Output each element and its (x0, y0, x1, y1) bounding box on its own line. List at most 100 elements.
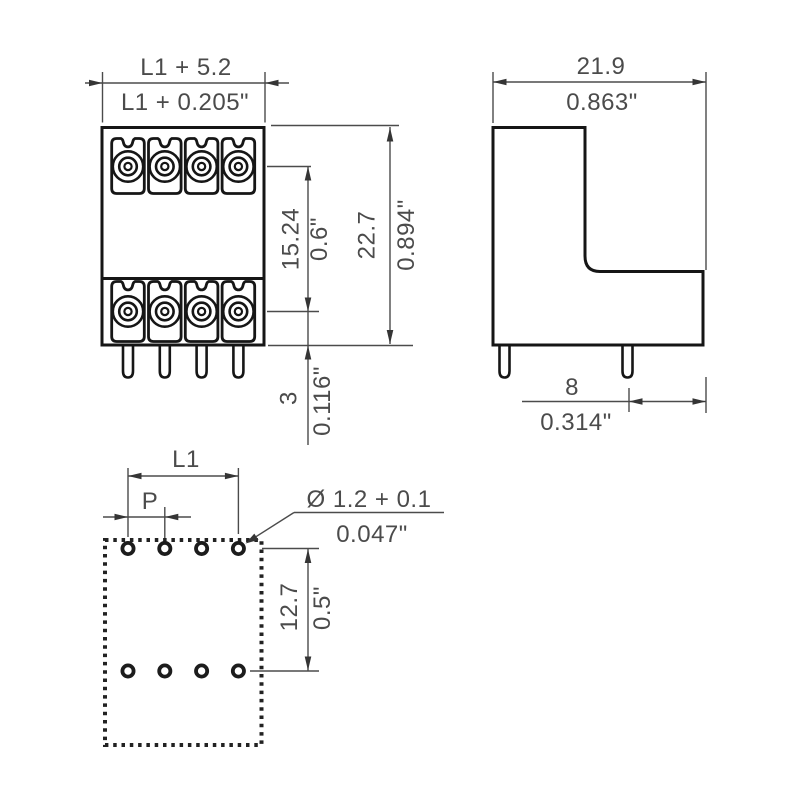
dim-plan-pitch: P (103, 488, 191, 538)
arrowhead (692, 78, 706, 86)
side-body-outline (491, 126, 705, 347)
dim-plan-l1-label: L1 (172, 446, 200, 473)
dim-plan-hole-dia: Ø 1.2 + 0.1 0.047" (245, 486, 444, 548)
solder-pin (195, 346, 208, 379)
arrowhead (89, 79, 103, 87)
screw-inner-circle (154, 301, 175, 322)
solder-pin (121, 346, 135, 379)
screw-outer-circle (221, 294, 255, 328)
dim-hole-dia-in: 0.047" (336, 521, 408, 548)
dim-plan-l1: L1 (127, 446, 240, 537)
dim-pin-length-mm: 3 (276, 391, 303, 405)
screw-inner-circle (154, 156, 175, 177)
arrowhead (128, 472, 142, 480)
screw-inner-circle (191, 156, 212, 177)
dim-pin-offset-mm: 8 (565, 374, 579, 401)
dim-hole-dia-mm: Ø 1.2 + 0.1 (307, 486, 432, 513)
dim-plan-rowspacing-mm: 12.7 (276, 583, 303, 632)
front-pins-group (121, 346, 245, 379)
drill-hole (120, 541, 136, 557)
arrowhead (304, 166, 312, 181)
screw-inner-circle (117, 156, 139, 177)
terminal-cells-group (110, 137, 257, 343)
screw-center (196, 306, 207, 317)
solder-pin (158, 346, 172, 379)
dim-plan-rowspacing: 12.7 0.5" (250, 547, 336, 672)
drill-holes-group (120, 541, 246, 679)
pcb-outline-dotted (103, 538, 264, 747)
side-view-drawing: 21.9 0.863" 8 0.314" (491, 53, 707, 436)
dim-pin-offset-in: 0.314" (540, 409, 612, 436)
drill-hole (194, 541, 210, 557)
arrowhead (114, 513, 128, 521)
screw-outer-circle (185, 294, 219, 328)
screw-outer-circle (148, 294, 182, 328)
arrowhead (692, 398, 706, 405)
dim-front-height: 22.7 0.894" (271, 124, 420, 344)
screw-outer-circle (221, 150, 255, 184)
terminal-cell (110, 137, 146, 195)
terminal-cell (183, 137, 220, 195)
arrowhead (164, 513, 179, 521)
screw-center (123, 306, 133, 317)
side-pins-group (498, 346, 634, 379)
drill-hole (157, 663, 173, 679)
dim-front-width: L1 + 5.2 L1 + 0.205" (85, 54, 289, 123)
terminal-cell (220, 280, 257, 343)
dim-pin-length-in: 0.116" (309, 366, 336, 436)
screw-outer-circle (111, 294, 145, 328)
dim-plan-pitch-label: P (142, 488, 159, 515)
screw-inner-circle (228, 301, 249, 322)
screw-inner-circle (228, 156, 249, 177)
dim-row-spacing-in: 0.6" (306, 217, 333, 261)
arrowhead (304, 297, 312, 312)
dim-row-spacing-mm: 15.24 (278, 208, 305, 271)
dim-plan-rowspacing-in: 0.5" (309, 586, 336, 630)
screw-center (196, 161, 207, 172)
arrowhead (265, 79, 279, 87)
drill-plan-drawing: L1 P Ø 1.2 + 0.1 0.047" 12.7 0.5" (103, 446, 444, 747)
screw-outer-circle (148, 150, 182, 184)
screw-outer-circle (185, 150, 219, 184)
dim-front-height-in: 0.894" (393, 199, 420, 271)
terminal-cell (147, 280, 183, 343)
dim-side-depth-mm: 21.9 (577, 53, 626, 80)
arrowhead (245, 533, 259, 544)
terminal-cell (183, 280, 220, 343)
arrowhead (304, 549, 312, 563)
terminal-cell (110, 280, 146, 343)
dim-front-height-mm: 22.7 (354, 211, 381, 260)
arrowhead (224, 472, 239, 480)
screw-center (123, 161, 133, 172)
screw-outer-circle (111, 150, 145, 184)
arrowhead (386, 127, 394, 142)
screw-inner-circle (117, 301, 139, 322)
dim-side-depth: 21.9 0.863" (492, 53, 707, 270)
arrowhead (493, 78, 507, 86)
drill-hole (230, 663, 246, 679)
dim-side-depth-in: 0.863" (566, 89, 638, 116)
terminal-cell (147, 137, 183, 195)
arrowhead (629, 398, 643, 405)
solder-pin (498, 346, 511, 379)
drill-hole (157, 541, 173, 557)
solder-pin (232, 346, 245, 379)
dim-front-width-in: L1 + 0.205" (121, 89, 249, 116)
front-view-drawing: L1 + 5.2 L1 + 0.205" 15.24 0.6" 3 0.116"… (85, 54, 420, 445)
solder-pin (621, 346, 634, 379)
drill-hole (230, 541, 246, 557)
screw-center (160, 161, 170, 172)
drill-hole (194, 663, 210, 679)
dim-front-rowspacing: 15.24 0.6" 3 0.116" (267, 165, 413, 445)
screw-inner-circle (191, 301, 212, 322)
dim-side-pin-offset: 8 0.314" (522, 374, 707, 436)
screw-center (233, 161, 244, 172)
drill-hole (120, 663, 136, 679)
arrowhead (304, 656, 312, 671)
screw-center (160, 306, 170, 317)
arrowhead (304, 345, 312, 360)
arrowhead (386, 330, 394, 344)
screw-center (233, 306, 244, 317)
